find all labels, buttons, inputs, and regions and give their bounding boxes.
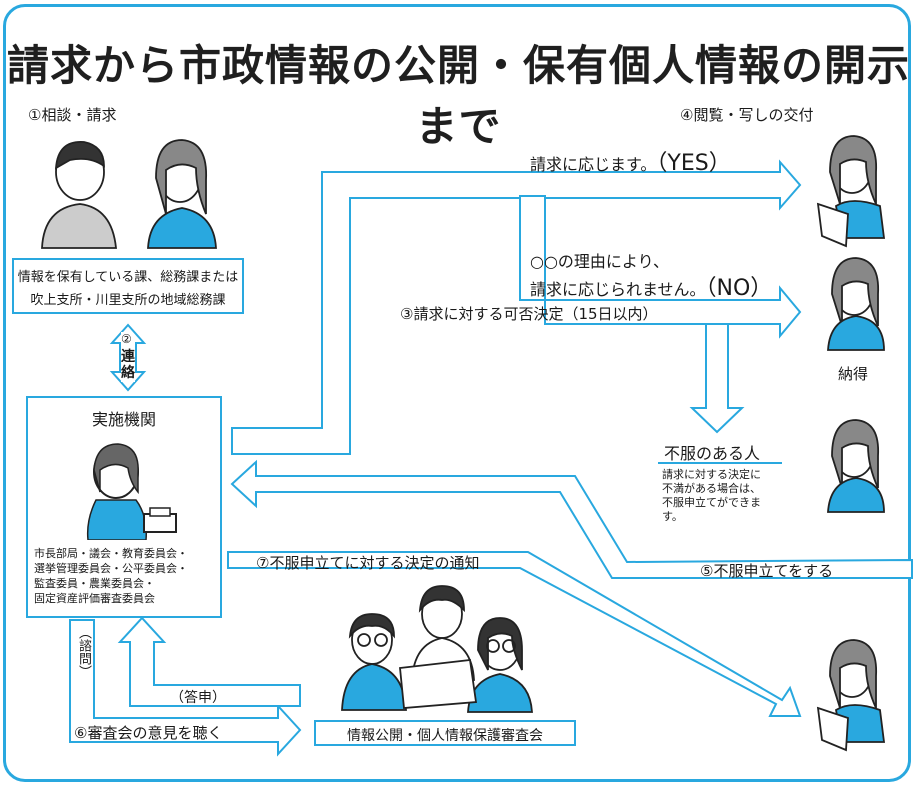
- objector-line: 不服申立てができま: [662, 496, 761, 509]
- person-objector: [827, 419, 885, 513]
- step-consult-label: ①相談・請求: [28, 106, 117, 124]
- agency-member: 市長部局・議会・教育委員会・: [34, 547, 188, 560]
- section-box: 情報を保有している課、総務課または 吹上支所・川里支所の地域総務課: [12, 258, 244, 314]
- objector-line: 不満がある場合は、: [662, 482, 761, 495]
- person-yes: [816, 135, 886, 248]
- no-tag: （NO）: [705, 276, 773, 301]
- toushin-arrow: [117, 616, 301, 707]
- yes-text: 請求に応じます。（YES）: [530, 145, 731, 177]
- notice-arrow: [227, 551, 802, 717]
- nattoku-label: 納得: [838, 365, 869, 383]
- objector-underline: [658, 462, 782, 464]
- council-members: [341, 585, 533, 713]
- toushin-label: （答申）: [170, 690, 226, 706]
- operator-illustration: [86, 443, 177, 540]
- down-arrow-objector: [689, 323, 745, 434]
- no-reason-text: ○○の理由により、: [530, 252, 669, 271]
- agency-member: 固定資産評価審査委員会: [34, 592, 155, 605]
- council-box: 情報公開・個人情報保護審査会: [314, 720, 576, 746]
- step-objection-label: ⑤不服申立てをする: [700, 562, 834, 580]
- shimon-label: （諮問）: [74, 626, 93, 678]
- council-label: 情報公開・個人情報保護審査会: [347, 728, 543, 744]
- step-notice-label: ⑦不服申立てに対する決定の通知: [256, 554, 480, 572]
- renraku-char2: 絡: [121, 362, 135, 382]
- no-text: 請求に応じられません。（NO）: [530, 270, 772, 302]
- step-council-opinion-label: ⑥審査会の意見を聴く: [74, 724, 223, 742]
- agency-member: 選挙管理委員会・公平委員会・: [34, 562, 188, 575]
- renraku-number: ②: [121, 332, 132, 346]
- page-title: 請求から市政情報の公開・保有個人情報の開示まで: [6, 41, 910, 151]
- renraku-char1: 連: [121, 346, 135, 366]
- objector-text: 請求に対する決定に 不満がある場合は、 不服申立てができま す。: [662, 468, 761, 524]
- agency-members: 市長部局・議会・教育委員会・ 選挙管理委員会・公平委員会・ 監査委員・農業委員会…: [34, 546, 188, 606]
- objector-line: 請求に対する決定に: [662, 468, 761, 481]
- agency-member: 監査委員・農業委員会・: [34, 577, 155, 590]
- person-final: [816, 639, 886, 752]
- shimon-arrow: [69, 619, 302, 757]
- agency-box: 実施機関 市長部局・議会・教育委員会・ 選挙管理委員会・公平委員会・ 監査委員・…: [26, 396, 222, 618]
- no-arrow: [519, 195, 802, 339]
- section-box-line2: 吹上支所・川里支所の地域総務課: [30, 293, 226, 308]
- yes-main: 請求に応じます。: [530, 155, 657, 174]
- agency-title: 実施機関: [91, 410, 156, 429]
- step-decision-label: ③請求に対する可否決定（15日以内）: [400, 305, 658, 323]
- outer-frame: [3, 4, 911, 782]
- yes-arrow: [231, 159, 802, 455]
- step-view-label: ④閲覧・写しの交付: [680, 106, 814, 124]
- no-main: 請求に応じられません。: [530, 280, 706, 299]
- person-no: [827, 257, 885, 351]
- yes-tag: （YES）: [656, 151, 731, 176]
- objector-line: す。: [662, 510, 683, 523]
- consult-people: [41, 139, 217, 249]
- objector-title: 不服のある人: [664, 444, 761, 463]
- section-box-line1: 情報を保有している課、総務課または: [17, 270, 239, 285]
- objection-arrow: [230, 459, 913, 579]
